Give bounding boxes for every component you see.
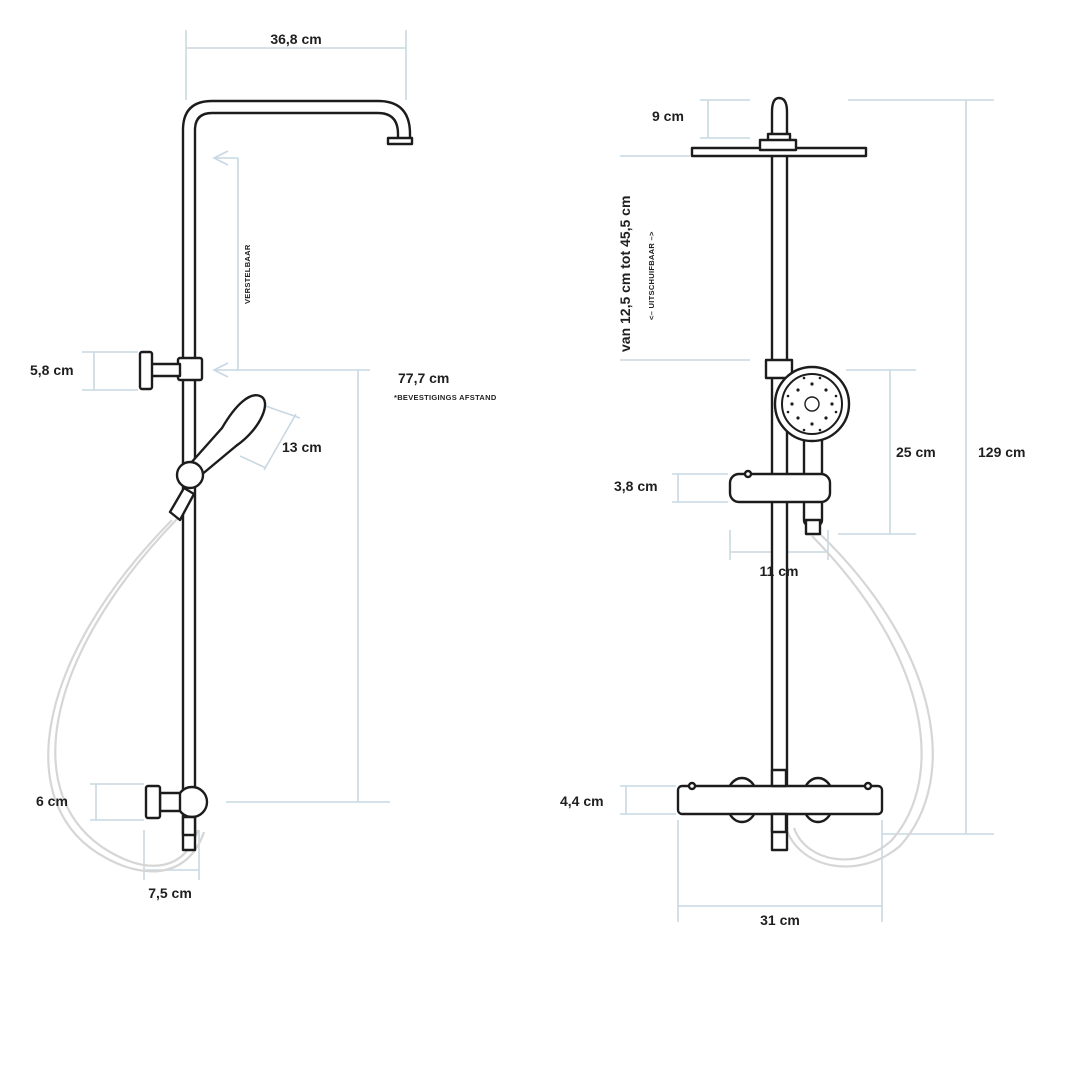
left-width-top-label: 36,8 cm	[270, 31, 321, 47]
right-hand-shower-head	[773, 365, 851, 443]
left-knob-lower-label: 6 cm	[36, 793, 68, 809]
right-shelf-height-label: 3,8 cm	[614, 478, 658, 494]
left-dimension-lines	[82, 30, 407, 880]
left-bottom-depth-label: 7,5 cm	[148, 885, 192, 901]
left-mount-distance-note: *BEVESTIGINGS AFSTAND	[394, 393, 497, 402]
left-head-nozzle	[386, 136, 414, 146]
right-shelf-width-label: 11 cm	[760, 563, 799, 579]
left-hand-shower	[188, 394, 267, 478]
right-total-height-label: 129 cm	[978, 444, 1025, 460]
left-riser-pipe	[181, 99, 412, 852]
left-handshower-label: 13 cm	[282, 439, 322, 455]
left-shower-holder	[175, 460, 205, 490]
right-hose	[784, 533, 934, 868]
right-head-height-label: 9 cm	[652, 108, 684, 124]
right-hand-length-label: 25 cm	[896, 444, 936, 460]
left-lower-connector	[175, 785, 209, 819]
left-upper-slider	[176, 356, 204, 382]
right-spray-nozzles	[786, 376, 838, 432]
left-mount-distance-label: 77,7 cm	[398, 370, 449, 386]
left-upper-knob	[138, 350, 154, 391]
left-hose	[54, 517, 200, 867]
right-slide-range-label: van 12,5 cm tot 45,5 cm	[617, 196, 633, 352]
right-thermostat-body	[676, 784, 884, 816]
left-knob-upper-label: 5,8 cm	[30, 362, 74, 378]
right-thermostat-width-label: 31 cm	[760, 912, 800, 928]
right-thermostat-height-label: 4,4 cm	[560, 793, 604, 809]
right-slider	[764, 358, 794, 380]
left-adjustable-label: VERSTELBAAR	[243, 244, 252, 304]
left-side-view: 36,8 cm VERSTELBAAR 5,8 cm 77,7 cm *BEVE…	[30, 30, 497, 901]
right-front-view: 9 cm van 12,5 cm tot 45,5 cm <– UITSCHUI…	[560, 96, 1025, 928]
right-shelf	[728, 472, 832, 504]
left-lower-knob	[144, 784, 162, 820]
right-dimension-lines	[620, 99, 994, 922]
right-slide-note-label: <– UITSCHUIFBAAR –>	[647, 231, 656, 320]
